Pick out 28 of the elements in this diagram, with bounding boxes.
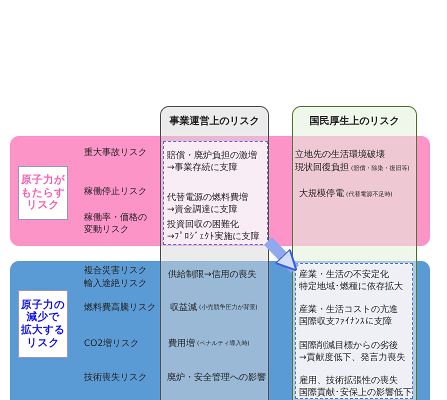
impact-note: 賠償・廃炉負担の激増→事業存続に支障 xyxy=(167,150,257,174)
impact-note: 代替電源の燃料費増→資金調達に支障 xyxy=(167,192,248,216)
risk-label: 稼働率・価格の変動リスク xyxy=(84,213,147,236)
risk-label: 立地先の生活環境破壊 xyxy=(295,150,385,162)
risk-label: 費用増 xyxy=(168,339,195,351)
column-header: 事業運営上のリスク xyxy=(168,114,260,128)
risk-label: 収益減 xyxy=(170,303,197,315)
category-box: 原子力の減少で拡大するリスク xyxy=(18,290,68,358)
risk-label: 現状回復負担 xyxy=(295,163,349,175)
risk-label: 技術喪失リスク xyxy=(84,373,147,385)
dashed-group-box xyxy=(163,141,268,245)
risk-label: 供給制限→信用の喪失 xyxy=(168,270,257,282)
risk-label: 重大事故リスク xyxy=(84,148,147,160)
impact-note: 雇用、技術拡張性の喪失国際貢献･安保上の影響低下 xyxy=(299,375,412,400)
category-box: 原子力がもたらすリスク xyxy=(18,166,68,220)
risk-label: 燃料費高騰リスク xyxy=(84,303,156,315)
risk-label: CO2増リスク xyxy=(84,339,140,351)
risk-label: 複合災害リスク xyxy=(84,266,147,278)
risk-label: 稼働停止リスク xyxy=(84,187,147,199)
risk-label: 廃炉・安全管理への影響 xyxy=(167,373,266,385)
risk-label: 輸入途絶リスク xyxy=(84,279,147,291)
impact-note: 産業・生活コストの亢進国際収支ﾌｧｲﾅﾝｽに支障 xyxy=(299,304,398,328)
risk-label: 大規模停電 xyxy=(299,189,344,201)
impact-note: 国際削減目標からの劣後→貢献度低下、発言力喪失 xyxy=(299,340,406,364)
impact-note: 産業・生活の不安定化特定地域･燃種に依存拡大 xyxy=(299,269,403,294)
column-header: 国民厚生上のリスク xyxy=(308,114,400,128)
dashed-group-box xyxy=(295,263,413,399)
impact-note: 投資回収の困難化→ﾌﾟﾛｼﾞｪｸﾄ実施に支障 xyxy=(167,219,260,244)
